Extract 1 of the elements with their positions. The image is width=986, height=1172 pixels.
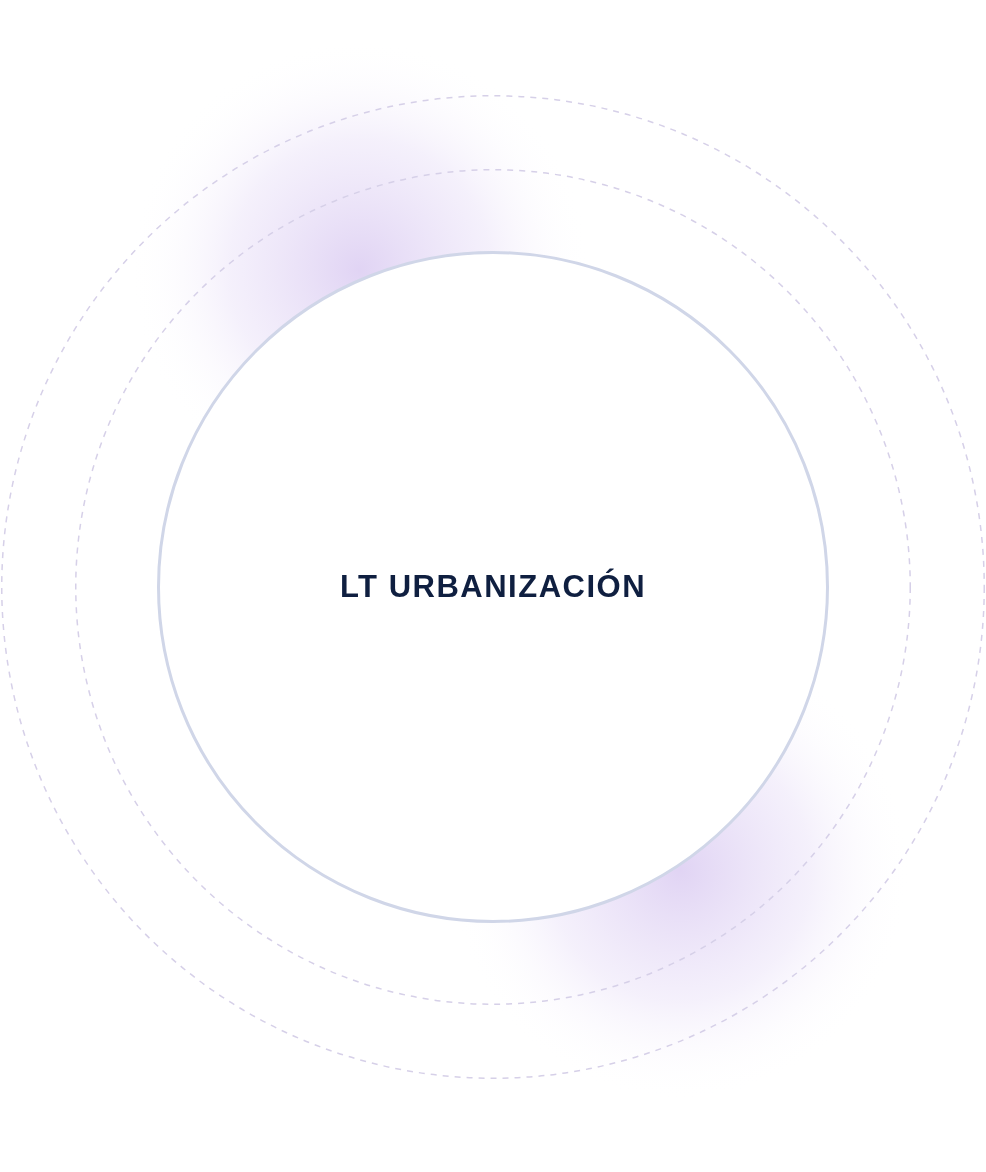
title-text: LT URBANIZACIÓN xyxy=(339,569,647,605)
